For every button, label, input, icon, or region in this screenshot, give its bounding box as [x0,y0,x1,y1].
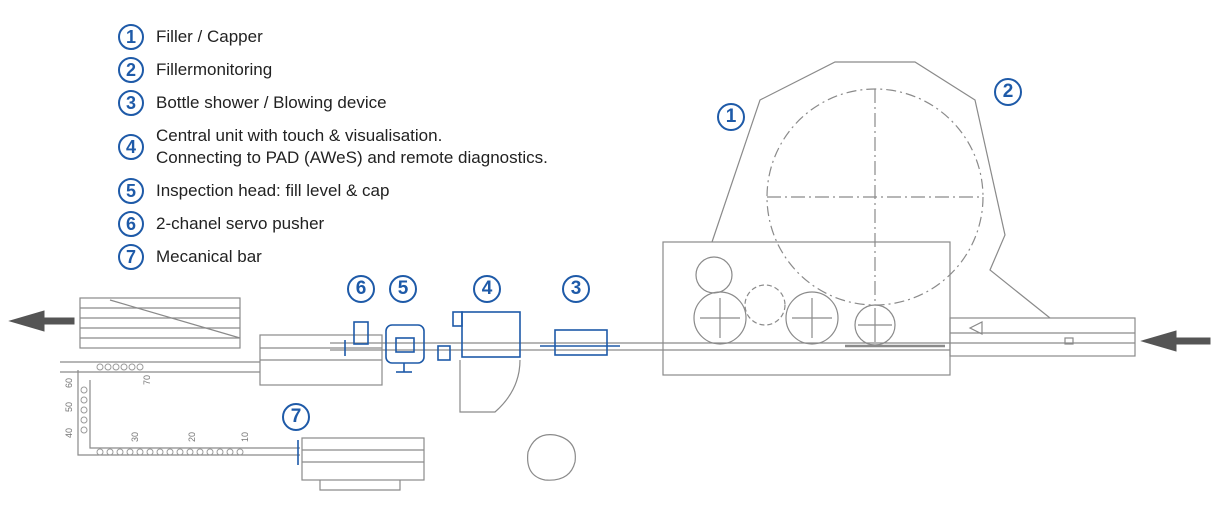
outfeed-table-bottom [301,437,425,481]
legend-number: 6 [118,211,144,237]
filler-housing [711,61,1051,319]
outfeed-arrow [8,310,75,332]
central-unit-door [459,359,521,413]
legend-number: 1 [118,24,144,50]
legend-item: 5 Inspection head: fill level & cap [118,176,548,206]
infeed-arrow [1140,330,1211,352]
callout-bottle-shower: 3 [562,275,590,303]
scale-label: 10 [240,432,250,442]
legend-item: 6 2-chanel servo pusher [118,209,548,239]
legend-number: 4 [118,134,144,160]
legend-item: 4 Central unit with touch & visualisatio… [118,121,548,173]
legend-label: Filler / Capper [156,27,263,46]
callout-central-unit: 4 [473,275,501,303]
servo-pusher [353,321,369,345]
legend-label: Fillermonitoring [156,60,273,79]
legend-item: 2 Fillermonitoring [118,55,548,85]
legend-number: 3 [118,90,144,116]
legend-label: Bottle shower / Blowing device [156,93,387,112]
callout-servo-pusher: 6 [347,275,375,303]
scale-label: 40 [64,428,74,438]
central-unit [461,311,521,358]
legend-item: 7 Mecanical bar [118,242,548,272]
callout-mechanical-bar: 7 [282,403,310,431]
scale-label: 30 [130,432,140,442]
operator-symbol [527,434,576,481]
callout-fillermonitoring: 2 [994,78,1022,106]
legend-item: 3 Bottle shower / Blowing device [118,88,548,118]
bottle-shower [554,329,608,356]
legend-label-line: Central unit with touch & visualisation. [156,126,443,145]
scale-label: 70 [142,375,152,385]
filler-base [662,241,951,376]
legend-label: Mecanical bar [156,247,262,266]
legend: 1 Filler / Capper 2 Fillermonitoring 3 B… [118,22,548,275]
legend-number: 7 [118,244,144,270]
legend-number: 5 [118,178,144,204]
legend-label: Central unit with touch & visualisation.… [156,125,548,169]
legend-label: 2-chanel servo pusher [156,214,325,233]
callout-filler: 1 [717,103,745,131]
callout-inspection-head: 5 [389,275,417,303]
inspection-head [385,324,425,364]
legend-label: Inspection head: fill level & cap [156,181,390,200]
scale-label: 20 [187,432,197,442]
legend-item: 1 Filler / Capper [118,22,548,52]
scale-label: 50 [64,402,74,412]
scale-label: 60 [64,378,74,388]
legend-label-line: Connecting to PAD (AWeS) and remote diag… [156,148,548,167]
accumulation-table [79,297,241,349]
legend-number: 2 [118,57,144,83]
